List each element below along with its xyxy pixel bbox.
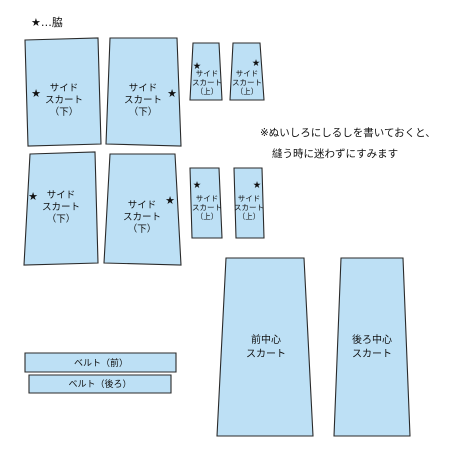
legend-star: ★	[31, 16, 41, 29]
side-skirt-lower-piece-1: ★ サイド スカート （下）	[24, 37, 102, 147]
note-line-1: ※ぬいしろにしるしを書いておくと、	[260, 127, 436, 139]
piece-label-line-1: サイド	[128, 200, 157, 211]
side-skirt-upper-piece-2: ★ サイド スカート （上）	[229, 42, 265, 101]
side-skirt-lower-piece-3: ★ サイド スカート （下）	[23, 151, 99, 266]
piece-label-line-3: （下）	[47, 213, 76, 225]
piece-label-line-2: スカート	[234, 203, 264, 212]
piece-outline	[216, 257, 314, 437]
star-mark: ★	[253, 180, 262, 191]
star-mark: ★	[165, 194, 175, 207]
piece-label-line-2: スカート	[45, 95, 83, 106]
piece-outline	[189, 42, 223, 101]
legend-text: …脇	[40, 16, 63, 29]
piece-outline	[189, 167, 223, 239]
back-center-skirt-piece: 後ろ中心 スカート	[333, 257, 411, 437]
piece-label-line-1: サイド	[196, 69, 219, 78]
belt-front-piece: ベルト（前）	[24, 352, 177, 373]
piece-label-line-2: スカート	[352, 348, 392, 360]
piece-label: ベルト（前）	[74, 357, 128, 369]
piece-outline	[103, 153, 182, 266]
piece-label-line-2: スカート	[192, 203, 222, 212]
note-line-2: 縫う時に迷わずにすみます	[272, 148, 399, 160]
piece-label-line-1: サイド	[129, 83, 158, 94]
piece-outline	[28, 374, 172, 394]
side-skirt-upper-piece-3: ★ サイド スカート （上）	[189, 167, 223, 239]
piece-outline	[24, 352, 177, 373]
piece-label-line-2: スカート	[192, 78, 222, 87]
piece-outline	[333, 257, 411, 437]
piece-label-line-2: スカート	[246, 348, 286, 360]
side-skirt-lower-piece-2: ★ サイド スカート （下）	[105, 37, 182, 147]
star-mark: ★	[28, 190, 38, 203]
piece-label-line-1: 後ろ中心	[352, 333, 392, 346]
piece-label-line-3: （下）	[129, 106, 158, 118]
piece-label-line-2: スカート	[42, 202, 80, 213]
side-skirt-upper-piece-4: ★ サイド スカート （上）	[233, 167, 265, 239]
piece-label-line-3: （下）	[128, 223, 157, 235]
piece-label-line-1: サイド	[196, 194, 219, 203]
piece-label-line-3: （上）	[238, 212, 261, 221]
piece-label-line-3: （上）	[196, 87, 219, 96]
side-skirt-upper-piece-1: ★ サイド スカート （上）	[189, 42, 223, 101]
star-mark: ★	[31, 87, 41, 100]
piece-label-line-1: サイド	[50, 83, 79, 94]
piece-label-line-3: （上）	[236, 87, 259, 96]
piece-label-line-1: サイド	[47, 190, 76, 201]
piece-label-line-1: サイド	[238, 194, 261, 203]
star-mark: ★	[193, 61, 202, 72]
piece-outline	[23, 151, 99, 266]
piece-label-line-3: （上）	[196, 212, 219, 221]
legend: ★…脇	[31, 14, 63, 30]
side-skirt-lower-piece-4: ★ サイド スカート （下）	[103, 153, 182, 266]
piece-outline	[24, 37, 102, 147]
piece-label-line-2: スカート	[123, 212, 161, 223]
star-mark: ★	[252, 58, 261, 69]
belt-back-piece: ベルト（後ろ）	[28, 374, 172, 394]
piece-label-line-1: サイド	[236, 69, 259, 78]
piece-outline	[233, 167, 265, 239]
front-center-skirt-piece: 前中心 スカート	[216, 257, 314, 437]
piece-label-line-2: スカート	[232, 78, 262, 87]
star-mark: ★	[193, 180, 202, 191]
piece-label-line-2: スカート	[124, 95, 162, 106]
star-mark: ★	[167, 87, 177, 100]
piece-outline	[229, 42, 265, 101]
piece-label-line-1: 前中心	[251, 333, 281, 346]
piece-outline	[105, 37, 182, 147]
piece-label-line-3: （下）	[50, 106, 79, 118]
piece-label: ベルト（後ろ）	[68, 378, 131, 390]
